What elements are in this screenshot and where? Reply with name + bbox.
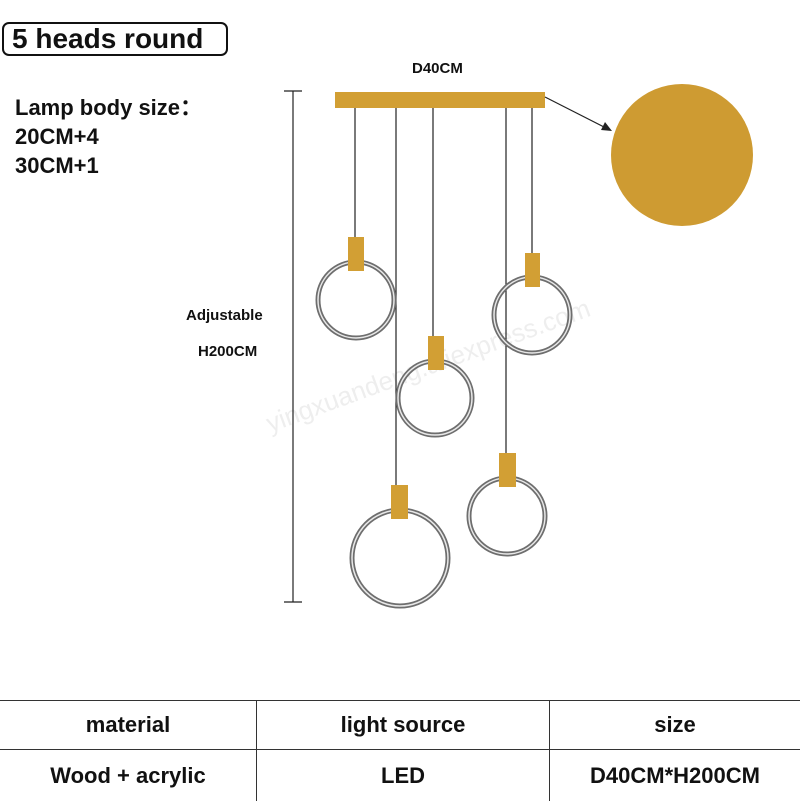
arrow-head-icon: [601, 122, 612, 131]
table-cell-material: Wood + acrylic: [0, 750, 257, 801]
lamp-size-line-2: 30CM+1: [15, 153, 99, 178]
table-header-light-source: light source: [257, 701, 550, 749]
height-dimension-line: [284, 90, 302, 603]
pendant-ring-5: [349, 485, 451, 609]
product-title: 5 heads round: [2, 22, 228, 56]
table-header-row: material light source size: [0, 701, 800, 750]
round-canopy: [611, 84, 753, 226]
canopy-width-label: D40CM: [412, 60, 463, 77]
pendant-ring-1: [315, 237, 397, 341]
lamp-size-line-1: 20CM+4: [15, 124, 99, 149]
spec-table: material light source size Wood + acryli…: [0, 700, 800, 801]
pendant-cords: [354, 108, 533, 487]
chandelier-illustration: [284, 84, 753, 609]
height-label: H200CM: [198, 343, 258, 360]
canopy-bar: [335, 92, 545, 108]
lamp-body-size-label: Lamp body size：: [15, 95, 203, 120]
table-cell-size: D40CM*H200CM: [590, 762, 760, 788]
pendant-ring-2: [491, 253, 573, 356]
canopy-arrow: [544, 96, 607, 129]
adjustable-label: Adjustable: [186, 307, 263, 324]
pendant-ring-3: [395, 336, 475, 438]
table-header-size: size: [654, 712, 696, 737]
table-header-material: material: [0, 701, 257, 749]
table-row: Wood + acrylic LED D40CM*H200CM: [0, 750, 800, 801]
pendant-ring-4: [466, 453, 548, 557]
table-cell-light-source: LED: [257, 750, 550, 801]
